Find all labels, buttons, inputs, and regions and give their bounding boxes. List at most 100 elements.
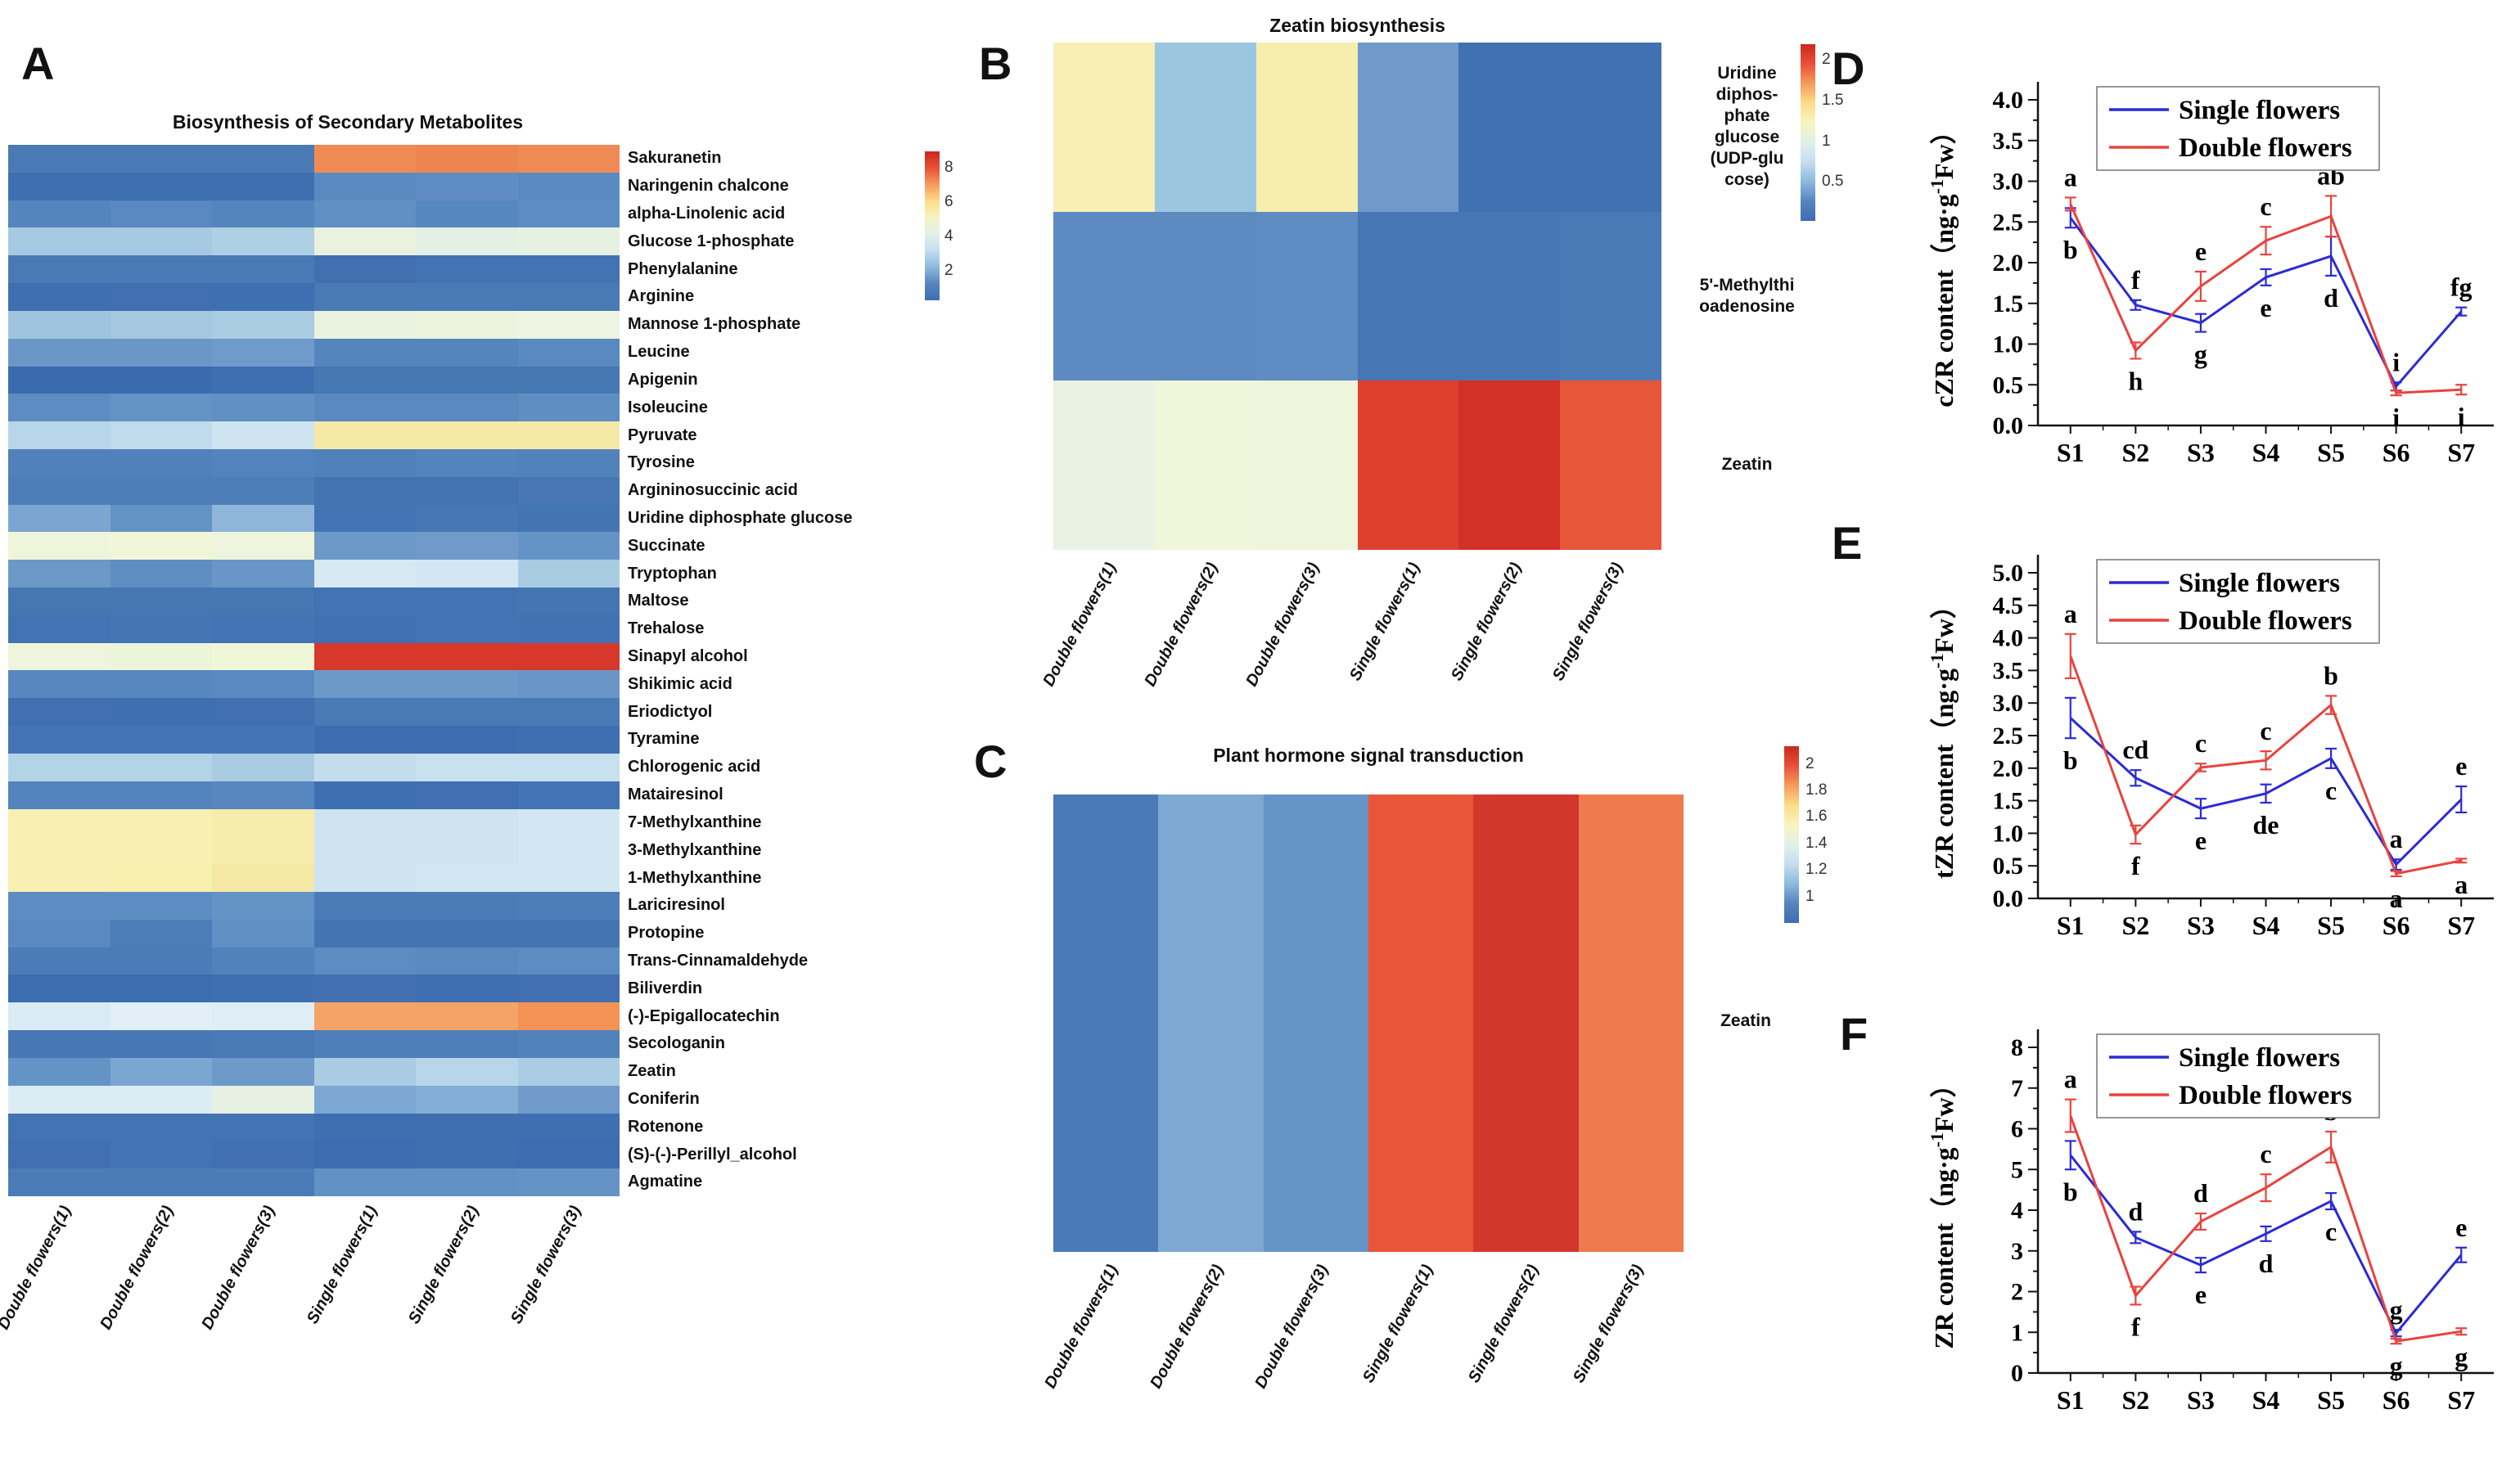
heatmap-cell: [110, 726, 212, 754]
heatmap-cell: [212, 726, 314, 754]
heatmap-cell: [517, 310, 620, 339]
heatmap-cell: [313, 919, 416, 948]
y-tick-label: 6: [2011, 1116, 2023, 1143]
heatmap-cell: [212, 1085, 314, 1114]
panel-c-title: Plant hormone signal transduction: [1213, 745, 1524, 766]
heatmap-cell: [517, 1085, 620, 1114]
heatmap-c-grid: [1053, 795, 1684, 1252]
heatmap-cell: [517, 421, 620, 449]
heatmap-cell: [8, 560, 110, 588]
heatmap-cell: [313, 1141, 416, 1169]
heatmap-cell: [110, 587, 212, 615]
y-tick-label: 2.5: [1993, 722, 2024, 750]
x-tick-label: S6: [2383, 1385, 2410, 1415]
heatmap-cell: [212, 448, 314, 477]
heatmap-row-label: Leucine: [628, 343, 690, 362]
heatmap-cell: [416, 947, 518, 975]
heatmap-cell: [416, 1168, 518, 1196]
significance-letter: e: [2455, 751, 2467, 781]
heatmap-cell: [212, 1168, 314, 1196]
heatmap-cell: [8, 864, 110, 893]
heatmap-cell: [517, 753, 620, 781]
y-tick-label: 2: [2011, 1279, 2023, 1306]
heatmap-row-label: (-)-Epigallocatechin: [628, 1006, 780, 1025]
heatmap-cell: [517, 642, 620, 671]
heatmap-cell: [1458, 43, 1561, 212]
heatmap-cell: [110, 338, 212, 367]
heatmap-cell: [212, 255, 314, 284]
colorbar-tick-label: 2: [1805, 754, 1814, 772]
heatmap-cell: [110, 1141, 212, 1169]
x-tick-label: S6: [2383, 911, 2410, 940]
significance-letter: a: [2064, 599, 2077, 628]
y-tick-label: 3.5: [1993, 128, 2024, 155]
heatmap-cell: [313, 172, 416, 200]
heatmap-row-label: Trehalose: [628, 619, 705, 638]
heatmap-cell: [416, 587, 518, 615]
heatmap-cell: [1053, 211, 1155, 381]
heatmap-row-label: Naringenin chalcone: [628, 177, 789, 196]
heatmap-cell: [313, 283, 416, 311]
heatmap-cell: [1255, 43, 1358, 212]
significance-letter: c: [2260, 716, 2271, 745]
significance-letter: b: [2063, 1177, 2078, 1206]
heatmap-col-label: Single flowers(3): [507, 1203, 585, 1327]
heatmap-cell: [212, 366, 314, 394]
y-tick-label: 3.5: [1993, 657, 2024, 684]
heatmap-cell: [8, 1057, 110, 1086]
heatmap-cell: [212, 145, 314, 173]
heatmap-cell: [517, 532, 620, 560]
heatmap-cell: [416, 808, 518, 837]
heatmap-col-label: Double flowers(1): [1039, 560, 1120, 690]
y-tick-label: 3.0: [1993, 169, 2024, 196]
heatmap-cell: [517, 698, 620, 727]
heatmap-col-label: Single flowers(2): [405, 1203, 483, 1327]
heatmap-cell: [313, 614, 416, 643]
heatmap-row-label: Eriodictyol: [628, 702, 713, 721]
heatmap-col-label: Double flowers(3): [1251, 1262, 1332, 1392]
heatmap-cell: [110, 448, 212, 477]
heatmap-cell: [313, 1030, 416, 1058]
heatmap-cell: [313, 808, 416, 837]
heatmap-row-label: Tryptophan: [628, 564, 717, 583]
heatmap-row-label: Uridine diphosphate glucose: [628, 508, 853, 527]
heatmap-cell: [8, 892, 110, 920]
heatmap-cell: [416, 892, 518, 920]
x-tick-label: S2: [2121, 911, 2149, 940]
heatmap-cell: [517, 975, 620, 1003]
heatmap-cell: [212, 698, 314, 727]
heatmap-a-grid: [8, 145, 620, 1196]
heatmap-row-label: Phenylalanine: [628, 259, 738, 278]
heatmap-row-label: Agmatine: [628, 1173, 703, 1191]
significance-letter: f: [2131, 851, 2140, 880]
y-axis-label: cZR content（ng·g-1Fw）: [1927, 118, 1959, 407]
significance-letter: c: [2325, 1217, 2337, 1246]
heatmap-row-label: Matairesinol: [628, 786, 724, 804]
heatmap-row-label: Isoleucine: [628, 398, 708, 416]
heatmap-cell: [416, 698, 518, 727]
heatmap-cell: [517, 200, 620, 228]
x-tick-label: S5: [2317, 438, 2345, 467]
heatmap-row-label: Glucose 1-phosphate: [628, 232, 795, 250]
heatmap-cell: [212, 504, 314, 533]
heatmap-cell: [110, 808, 212, 837]
heatmap-cell: [8, 698, 110, 727]
y-tick-label: 4.0: [1993, 87, 2024, 114]
heatmap-cell: [212, 1002, 314, 1031]
heatmap-row-label: 7-Methylxanthine: [628, 813, 762, 831]
heatmap-cell: [313, 726, 416, 754]
legend-label: Single flowers: [2179, 96, 2340, 125]
heatmap-cell: [212, 642, 314, 671]
heatmap-cell: [517, 1141, 620, 1169]
panel-c-letter: C: [974, 736, 1008, 787]
significance-letter: g: [2390, 1294, 2403, 1324]
heatmap-cell: [110, 836, 212, 865]
heatmap-cell: [212, 421, 314, 449]
heatmap-cell: [416, 975, 518, 1003]
heatmap-col-label: Double flowers(1): [1041, 1262, 1122, 1392]
heatmap-cell: [8, 421, 110, 449]
heatmap-cell: [313, 670, 416, 699]
colorbar-tick-label: 0.5: [1822, 173, 1844, 191]
heatmap-cell: [416, 227, 518, 256]
